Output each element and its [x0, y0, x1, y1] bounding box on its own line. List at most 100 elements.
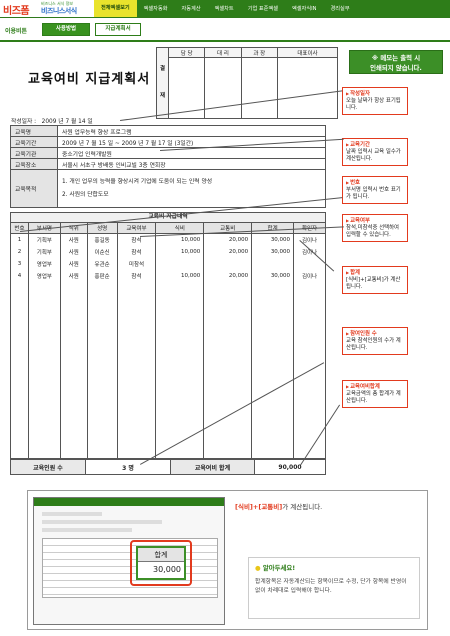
- thumb-line: [42, 528, 132, 532]
- note-education-period: 교육기간 날짜 입력시 교육 일수가 계산됩니다.: [342, 138, 408, 166]
- approval-role: 담 당: [167, 47, 206, 58]
- thumb-menu-bar: [34, 498, 224, 506]
- cell-dept[interactable]: 영업부: [27, 257, 61, 270]
- purpose-line: 2. 사원의 단합도모: [62, 191, 109, 198]
- cell-total: [251, 257, 295, 270]
- empty-cell[interactable]: [155, 281, 205, 459]
- info-value-location[interactable]: 서울시 서초구 방배동 인비교빌 3층 연회장: [57, 158, 326, 170]
- menu-item-excel-automation[interactable]: 엑셀자동화: [143, 6, 168, 12]
- cell-no: 3: [10, 257, 29, 270]
- cell-attendance[interactable]: 미참석: [116, 257, 157, 270]
- cell-name[interactable]: 홍판순: [86, 269, 118, 282]
- empty-cell[interactable]: [27, 281, 61, 459]
- menu-item-excel-chart[interactable]: 엑셀차트: [214, 6, 234, 12]
- cell-position[interactable]: 사원: [59, 257, 88, 270]
- note-number: 번호 부서명 입력시 번호 표기가 됩니다.: [342, 176, 408, 204]
- cell-transport[interactable]: 20,000: [203, 245, 253, 258]
- cell-no: 4: [10, 269, 29, 282]
- empty-cell[interactable]: [59, 281, 88, 459]
- cell-confirmer[interactable]: 김이나: [293, 245, 326, 258]
- note-title: 참여인원 수: [346, 330, 404, 338]
- cell-attendance[interactable]: 참석: [116, 245, 157, 258]
- cell-confirmer[interactable]: 김이나: [293, 269, 326, 282]
- empty-cell[interactable]: [116, 281, 157, 459]
- menu-item-standard-excel[interactable]: 기업 표준엑셀: [247, 6, 278, 12]
- note-total: 합계 [식비]+[교통비]가 계산됩니다.: [342, 266, 408, 294]
- cell-transport[interactable]: [203, 257, 253, 270]
- empty-cell[interactable]: [86, 281, 118, 459]
- cell-name[interactable]: 이순신: [86, 245, 118, 258]
- total-expense-label: 교육여비 합계: [170, 459, 255, 475]
- cell-position[interactable]: 사원: [59, 269, 88, 282]
- note-title: 번호: [346, 179, 404, 187]
- cell-transport[interactable]: 20,000: [203, 269, 253, 282]
- tip-text: 합계항목은 자동계산되는 항목이므로 수정, 단가 항목에 반영이 없이 차례대…: [255, 579, 407, 594]
- write-date-value[interactable]: 2009 년 7 월 14 일: [41, 119, 93, 125]
- cell-meal[interactable]: [155, 257, 205, 270]
- info-label: 교육장소: [10, 158, 58, 170]
- thumb-line: [42, 512, 102, 516]
- approval-role: 대 리: [204, 47, 242, 58]
- cell-meal[interactable]: 10,000: [155, 245, 205, 258]
- divider: [0, 40, 450, 42]
- empty-cell[interactable]: [10, 281, 29, 459]
- formula-highlight: [식비]+[교통비]: [235, 503, 283, 511]
- note-body: [식비]+[교통비]가 계산됩니다.: [346, 277, 401, 290]
- empty-cell[interactable]: [251, 281, 295, 459]
- help-panel: 합계 30,000 [식비]+[교통비]가 계산됩니다. ● 알아두세요! 합계…: [27, 490, 428, 630]
- cell-dept[interactable]: 기획부: [27, 245, 61, 258]
- payment-detail-table: 번호 부서명 직위 성명 교육여부 식비 교통비 합계 확인자 1 기획부 사원…: [10, 222, 326, 459]
- table-row: 2 기획부 사원 이순신 참석 10,000 20,000 30,000 김이나: [10, 245, 326, 258]
- approval-sign-cell[interactable]: [276, 57, 339, 119]
- info-label: 교육기간: [10, 136, 58, 148]
- cell-position[interactable]: 사원: [59, 233, 88, 246]
- note-body: 날짜 입력시 교육 일수가 계산됩니다.: [346, 149, 401, 162]
- cell-no: 2: [10, 245, 29, 258]
- zoom-value: 30,000: [153, 565, 181, 574]
- highlight-frame: [130, 540, 192, 586]
- formula-rest: 가 계산됩니다.: [282, 503, 323, 511]
- cell-meal[interactable]: 10,000: [155, 233, 205, 246]
- cell-transport[interactable]: 20,000: [203, 233, 253, 246]
- cell-attendance[interactable]: 참석: [116, 269, 157, 282]
- cell-confirmer[interactable]: 김이나: [293, 233, 326, 246]
- note-body: 교육금액의 총 합계가 계산됩니다.: [346, 391, 401, 404]
- approval-sign-cell[interactable]: [204, 57, 242, 119]
- info-value-course-name[interactable]: 사원 업무능력 향상 프로그램: [57, 125, 326, 137]
- cell-name[interactable]: 유관순: [86, 257, 118, 270]
- cell-meal[interactable]: 10,000: [155, 269, 205, 282]
- attendee-count-value: 3 명: [85, 459, 171, 475]
- logo-tagline: 비즈니스 서식 정보: [41, 1, 73, 6]
- bizforms-logo[interactable]: 비즈폼 비즈니스 서식 정보 비즈니스서식: [3, 1, 93, 17]
- approval-sign-cell[interactable]: [240, 57, 278, 119]
- tip-title: ● 알아두세요!: [255, 563, 413, 572]
- note-title: 교육여부: [346, 217, 404, 225]
- tab-payment-plan[interactable]: 지급계획서: [95, 23, 141, 36]
- col-header: 합계: [251, 222, 295, 234]
- info-label: 교육명: [10, 125, 58, 137]
- cell-position[interactable]: 사원: [59, 245, 88, 258]
- cell-total: 30,000: [251, 269, 295, 282]
- note-title: 작성일자: [346, 90, 404, 98]
- cell-name[interactable]: 홍길동: [86, 233, 118, 246]
- empty-cell[interactable]: [203, 281, 253, 459]
- cell-dept[interactable]: 기획부: [27, 233, 61, 246]
- purpose-line: 1. 개인 업무의 능력을 향상시켜 기업에 도움이 되는 인력 양성: [62, 178, 213, 185]
- sub-tabs: 이용비튼 사용방법 지급계획서: [0, 20, 450, 40]
- cell-no: 1: [10, 233, 29, 246]
- empty-rows-area: [10, 281, 326, 459]
- callout-line: 인쇄되지 않습니다.: [370, 64, 422, 72]
- tip-box: ● 알아두세요! 합계항목은 자동계산되는 항목이므로 수정, 단가 항목에 반…: [248, 557, 420, 619]
- zoom-callout: 합계 30,000: [136, 546, 186, 580]
- menu-item-all-excel[interactable]: 전체엑셀보기: [94, 0, 137, 17]
- menu-item-excel-knowledge[interactable]: 엑셀자식IN: [292, 6, 317, 12]
- tab-how-to-use[interactable]: 사용방법: [42, 23, 90, 36]
- note-body: 교육 참석인원의 수가 계산됩니다.: [346, 338, 401, 351]
- menu-item-accounting[interactable]: 경리실무: [330, 6, 350, 12]
- menu-item-auto-calc[interactable]: 자동계산: [181, 6, 201, 12]
- cell-dept[interactable]: 영업부: [27, 269, 61, 282]
- info-value-purpose[interactable]: 1. 개인 업무의 능력을 향상시켜 기업에 도움이 되는 인력 양성 2. 사…: [57, 169, 326, 208]
- info-value-institution[interactable]: 중소기업 인력개발원: [57, 147, 326, 159]
